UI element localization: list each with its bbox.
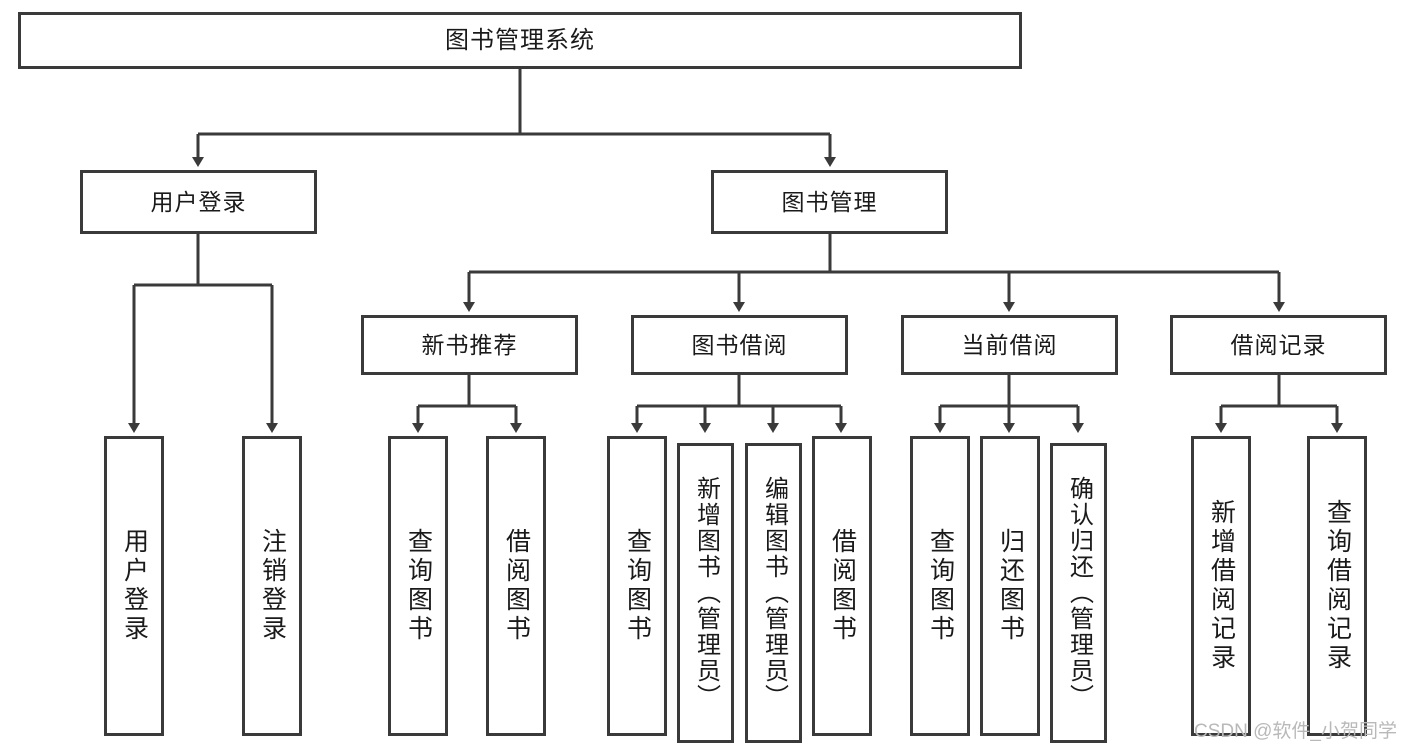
node-leaf-return-book[interactable]: 归还图书 <box>980 436 1040 736</box>
node-label: 确认归还（管理员） <box>1065 476 1093 710</box>
node-label: 用户登录 <box>150 188 247 215</box>
node-label: 查询图书 <box>623 528 652 644</box>
node-leaf-query-book-3[interactable]: 查询图书 <box>910 436 970 736</box>
node-leaf-add-record[interactable]: 新增借阅记录 <box>1191 436 1251 736</box>
node-leaf-query-record[interactable]: 查询借阅记录 <box>1307 436 1367 736</box>
node-label: 编辑图书（管理员） <box>760 476 788 710</box>
watermark-text: CSDN @软件_小贺同学 <box>1194 721 1397 742</box>
node-label: 图书借阅 <box>691 331 788 358</box>
node-label: 新增图书（管理员） <box>692 476 720 710</box>
node-leaf-borrow-book-2[interactable]: 借阅图书 <box>812 436 872 736</box>
node-label: 借阅图书 <box>828 528 857 644</box>
node-leaf-edit-book[interactable]: 编辑图书（管理员） <box>745 443 802 743</box>
node-leaf-borrow-book-1[interactable]: 借阅图书 <box>486 436 546 736</box>
node-leaf-add-book[interactable]: 新增图书（管理员） <box>677 443 734 743</box>
node-book-manage[interactable]: 图书管理 <box>711 170 948 234</box>
node-label: 图书管理 <box>781 188 878 215</box>
node-leaf-confirm-return[interactable]: 确认归还（管理员） <box>1050 443 1107 743</box>
node-leaf-user-login[interactable]: 用户登录 <box>104 436 164 736</box>
node-current-borrow[interactable]: 当前借阅 <box>901 315 1118 375</box>
node-label: 图书管理系统 <box>445 26 595 54</box>
node-book-borrow[interactable]: 图书借阅 <box>631 315 848 375</box>
node-label: 借阅图书 <box>502 528 531 644</box>
node-label: 查询借阅记录 <box>1323 499 1352 673</box>
node-label: 查询图书 <box>926 528 955 644</box>
node-label: 归还图书 <box>996 528 1025 644</box>
node-label: 新增借阅记录 <box>1207 499 1236 673</box>
node-label: 当前借阅 <box>961 331 1058 358</box>
node-root-system[interactable]: 图书管理系统 <box>18 12 1022 69</box>
node-label: 新书推荐 <box>421 331 518 358</box>
node-leaf-query-book-1[interactable]: 查询图书 <box>388 436 448 736</box>
node-user-login[interactable]: 用户登录 <box>80 170 317 234</box>
node-leaf-logout[interactable]: 注销登录 <box>242 436 302 736</box>
node-label: 注销登录 <box>258 528 287 644</box>
node-borrow-record[interactable]: 借阅记录 <box>1170 315 1387 375</box>
node-leaf-query-book-2[interactable]: 查询图书 <box>607 436 667 736</box>
node-label: 查询图书 <box>404 528 433 644</box>
node-new-book-rec[interactable]: 新书推荐 <box>361 315 578 375</box>
node-label: 借阅记录 <box>1230 331 1327 358</box>
node-label: 用户登录 <box>120 528 149 644</box>
